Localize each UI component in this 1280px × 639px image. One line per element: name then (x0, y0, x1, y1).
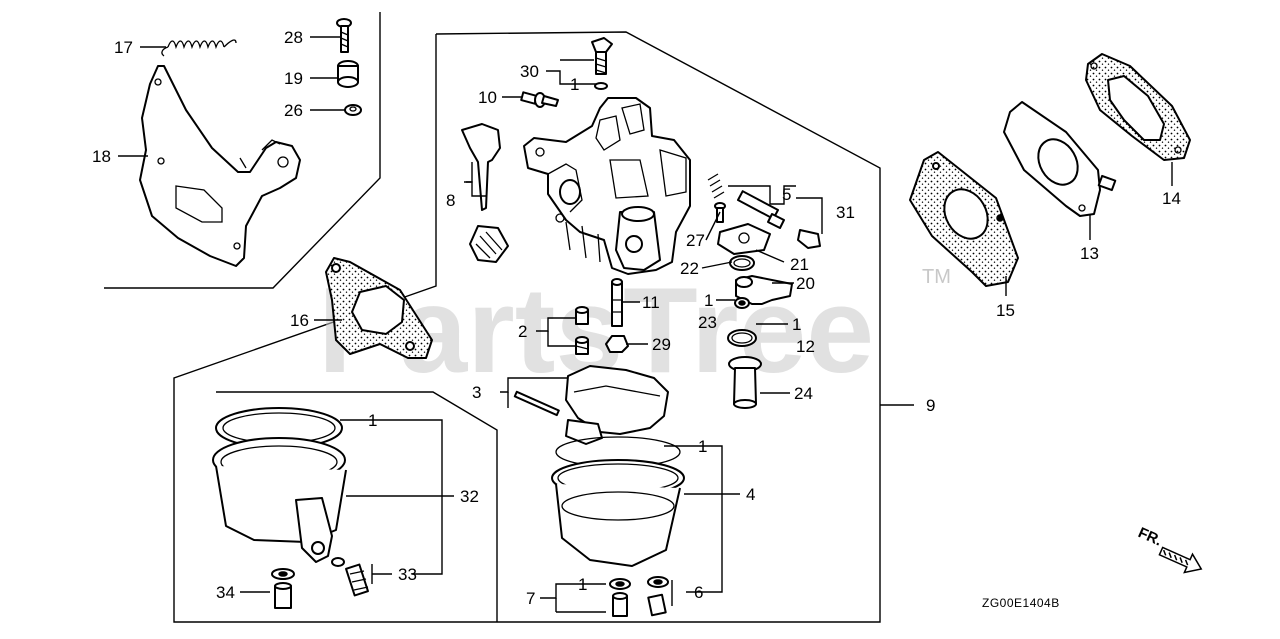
callout-10: 10 (478, 88, 497, 107)
callout-32: 32 (460, 487, 479, 506)
part-29-nut (605, 335, 629, 353)
part-27-screw (714, 202, 726, 223)
callout-9: 9 (926, 396, 935, 415)
callout-22: 22 (680, 259, 699, 278)
front-direction-indicator: FR. (1135, 524, 1203, 574)
leader-lines (118, 36, 1173, 613)
callout-11: 11 (642, 293, 660, 312)
callout-6: 6 (694, 583, 703, 602)
part-15-gasket (909, 151, 1019, 287)
callout-21: 21 (790, 255, 809, 274)
part-18-bracket (139, 65, 301, 267)
part-8-choke-lever (461, 123, 509, 263)
part-14-gasket (1085, 53, 1191, 161)
callout-1-12: 1 (792, 315, 801, 334)
callout-2: 2 (518, 322, 527, 341)
callout-1-30: 1 (570, 75, 579, 94)
callout-31: 31 (836, 203, 855, 222)
part-26-clip (344, 104, 362, 116)
part-19-nut (337, 60, 359, 88)
callout-18: 18 (92, 147, 111, 166)
part-7-bolt (609, 578, 631, 617)
callout-1-4: 1 (698, 437, 707, 456)
part-32-bowl (212, 407, 347, 563)
callout-16: 16 (290, 311, 309, 330)
callout-24: 24 (794, 384, 813, 403)
diagram-code: ZG00E1404B (982, 596, 1060, 610)
callout-14: 14 (1162, 189, 1181, 208)
callout-15: 15 (996, 301, 1015, 320)
part-2-screws (575, 306, 589, 355)
callout-3: 3 (472, 383, 481, 402)
part-28-screw (336, 18, 352, 53)
part-4-float-bowl (551, 436, 685, 567)
carburetor-body (523, 97, 691, 275)
part-22-oring (729, 255, 755, 271)
callout-27: 27 (686, 231, 705, 250)
front-direction-text: FR. (1135, 524, 1164, 549)
callout-5: 5 (782, 185, 791, 204)
callout-30: 30 (520, 62, 539, 81)
part-24-plug (728, 356, 762, 409)
callout-4: 4 (746, 485, 755, 504)
callout-7: 7 (526, 589, 535, 608)
callout-12: 12 (796, 337, 815, 356)
part-34-bolt (271, 568, 295, 609)
part-31-clip (797, 229, 821, 249)
callout-labels: 17 28 19 26 18 30 1 10 8 5 31 27 21 22 2… (92, 28, 1181, 608)
callout-19: 19 (284, 69, 303, 88)
part-6-bolt (647, 576, 669, 617)
callout-1-7: 1 (578, 575, 587, 594)
callout-33: 33 (398, 565, 417, 584)
part-16-gasket (325, 257, 433, 359)
callout-1-32: 1 (368, 411, 377, 430)
callout-28: 28 (284, 28, 303, 47)
part-10-screw (520, 91, 559, 108)
callout-13: 13 (1080, 244, 1099, 263)
watermark-trademark: TM (922, 266, 951, 288)
part-30-screw (591, 37, 613, 90)
part-33-screw (331, 557, 369, 597)
callout-29: 29 (652, 335, 671, 354)
callout-17: 17 (114, 38, 133, 57)
callout-23: 23 (698, 313, 717, 332)
part-13-insulator (1003, 101, 1117, 217)
callout-1-23: 1 (704, 291, 713, 310)
callout-26: 26 (284, 101, 303, 120)
part-17-spring (161, 39, 237, 57)
part-12-oring (727, 329, 757, 347)
part-11-main-jet (611, 278, 623, 327)
part-23-washer (734, 297, 750, 309)
callout-34: 34 (216, 583, 235, 602)
part-5-needle (707, 173, 785, 229)
callout-8: 8 (446, 191, 455, 210)
callout-20: 20 (796, 274, 815, 293)
part-21-plate (717, 223, 771, 255)
